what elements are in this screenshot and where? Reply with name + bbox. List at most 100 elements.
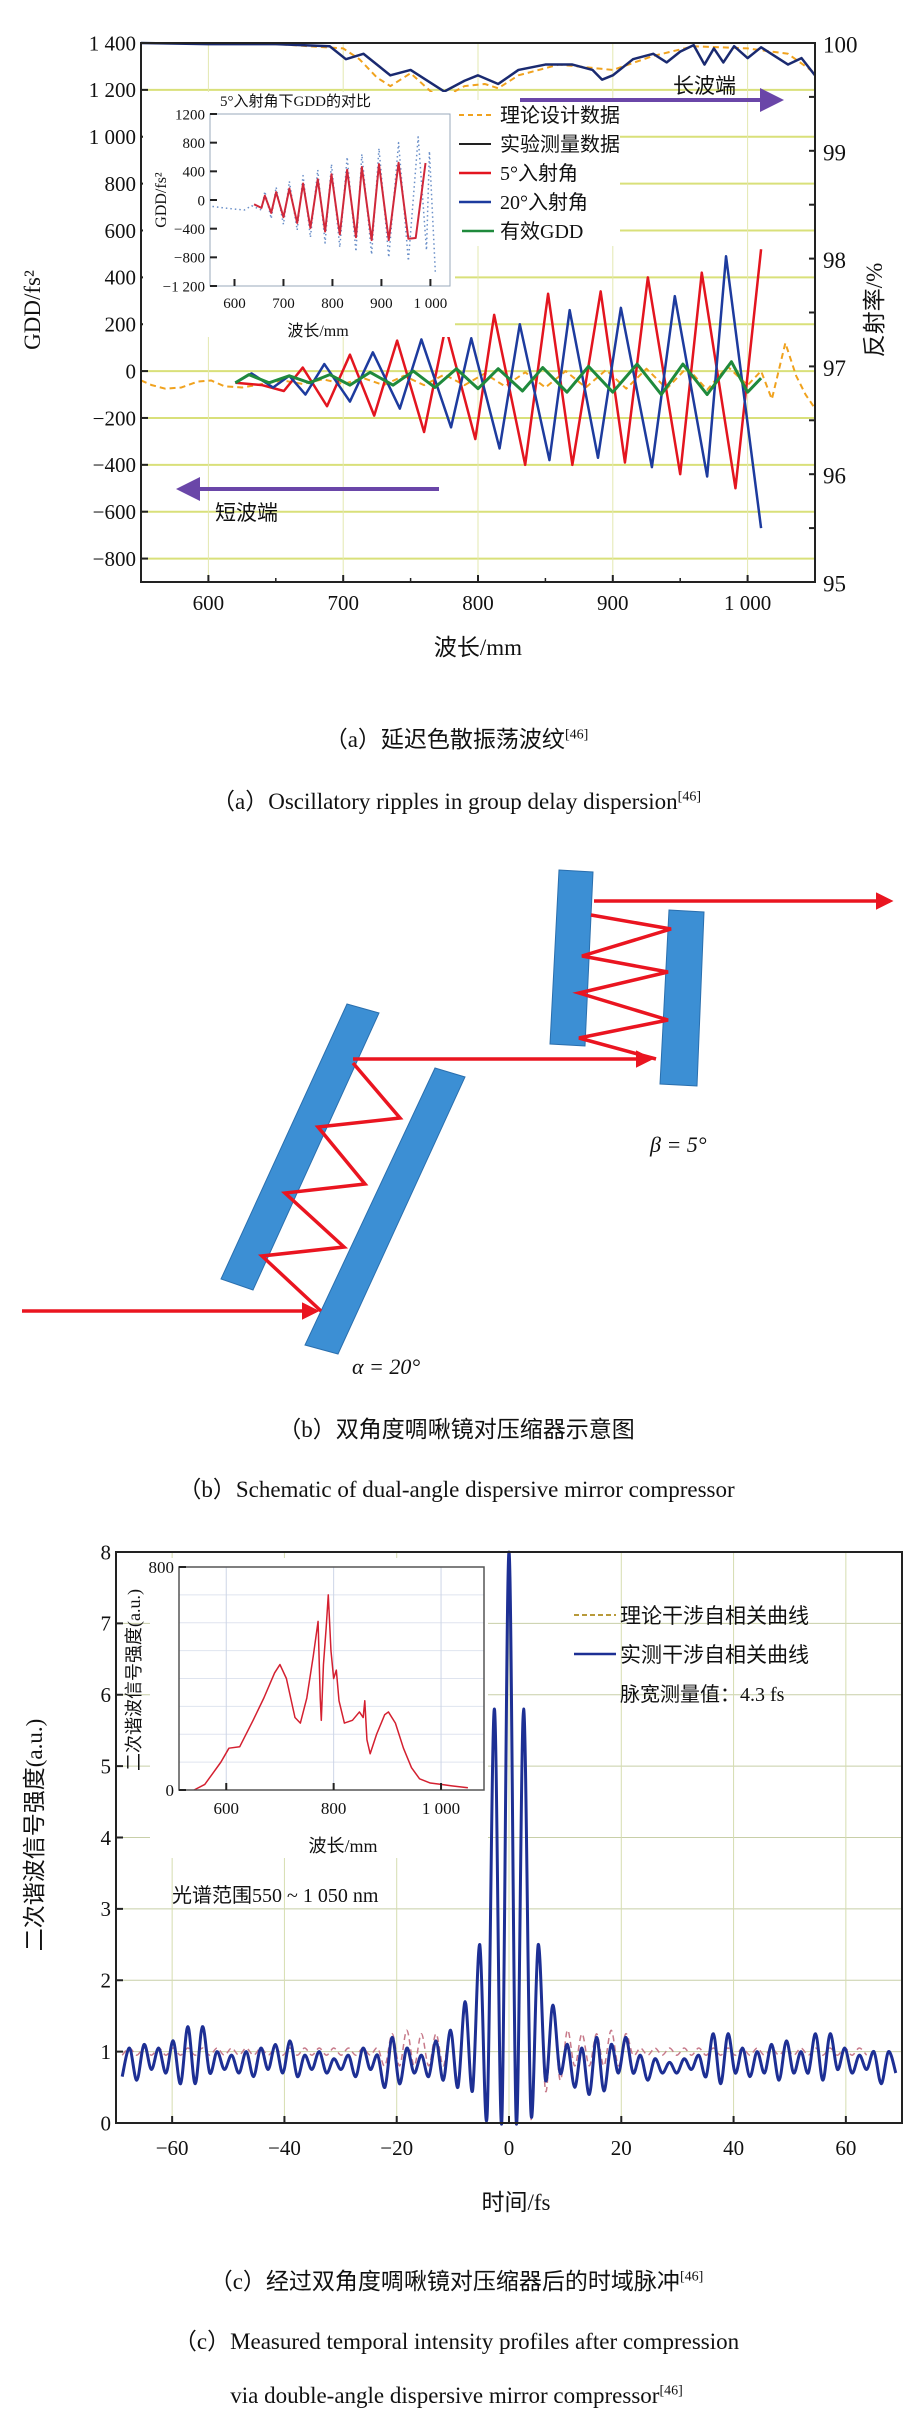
x-tick-label: 900 bbox=[370, 296, 393, 312]
y2-tick-label: 98 bbox=[823, 248, 846, 273]
y-tick-label: −400 bbox=[174, 222, 205, 238]
x-tick-label: 1 000 bbox=[724, 591, 771, 615]
x-tick-label: 1 000 bbox=[422, 1799, 460, 1818]
spectrum-range-annotation: 光谱范围550 ~ 1 050 nm bbox=[172, 1884, 379, 1907]
caption-c-en-2-text: via double-angle dispersive mirror compr… bbox=[230, 2383, 660, 2408]
y-tick-label: 200 bbox=[105, 313, 137, 337]
legend-label-5deg: 5°入射角 bbox=[500, 162, 578, 185]
x-tick-label: 20 bbox=[611, 2136, 632, 2160]
y-tick-label: −1 200 bbox=[163, 279, 205, 295]
caption-a-en-ref: [46] bbox=[677, 789, 701, 805]
y2-axis-label: 反射率/% bbox=[862, 263, 887, 358]
legend-label-theory: 理论设计数据 bbox=[500, 104, 620, 127]
y-tick-label: 800 bbox=[149, 1558, 175, 1577]
y-tick-label: 0 bbox=[126, 359, 137, 383]
y-tick-label: 600 bbox=[105, 219, 137, 243]
mirror-a2 bbox=[304, 1067, 466, 1355]
series-line-1 bbox=[120, 1550, 898, 2126]
series-line-4 bbox=[234, 255, 763, 529]
caption-c-cn-ref: [46] bbox=[679, 2269, 704, 2285]
inset-title: 5°入射角下GDD的对比 bbox=[220, 93, 371, 110]
caption-a-en-text: （a）Oscillatory ripples in group delay di… bbox=[212, 789, 678, 814]
caption-a-cn-ref: [46] bbox=[564, 727, 589, 743]
series-line-1 bbox=[253, 161, 427, 242]
y-tick-label: −400 bbox=[93, 453, 136, 477]
y-tick-label: 1 000 bbox=[89, 125, 136, 149]
x-tick-label: 900 bbox=[597, 591, 629, 615]
y-tick-label: 0 bbox=[101, 2111, 112, 2135]
y-tick-label: 1 200 bbox=[89, 78, 136, 102]
y-tick-label: −600 bbox=[93, 500, 136, 524]
y-tick-label: −800 bbox=[174, 251, 205, 267]
x-tick-label: −60 bbox=[156, 2136, 189, 2160]
y-axis-label: GDD/fs² bbox=[20, 270, 45, 350]
alpha-angle-label: α = 20° bbox=[352, 1354, 420, 1379]
legend-label-measured: 实验测量数据 bbox=[500, 133, 620, 156]
y-tick-label: 6 bbox=[101, 1683, 112, 1707]
y-tick-label: 0 bbox=[166, 1781, 175, 1800]
series-line-2 bbox=[140, 41, 816, 93]
legend-c: 理论干涉自相关曲线 实测干涉自相关曲线 脉宽测量值：4.3 fs bbox=[574, 1604, 809, 1706]
y2-tick-label: 96 bbox=[823, 464, 846, 489]
x-tick-label: 40 bbox=[723, 2136, 744, 2160]
x-axis-label: 时间/fs bbox=[482, 2190, 551, 2215]
legend-label-theory-ac: 理论干涉自相关曲线 bbox=[620, 1604, 809, 1628]
x-tick-label: 700 bbox=[272, 296, 295, 312]
caption-a-cn-text: （a）延迟色散振荡波纹 bbox=[324, 727, 565, 752]
y-tick-label: 0 bbox=[198, 193, 206, 209]
y-tick-label: 7 bbox=[101, 1612, 112, 1636]
legend-label-effective: 有效GDD bbox=[500, 220, 583, 243]
x-tick-label: 800 bbox=[321, 1799, 347, 1818]
y2-tick-label: 95 bbox=[823, 571, 846, 596]
y-tick-label: −200 bbox=[93, 406, 136, 430]
legend-a: 理论设计数据 实验测量数据 5°入射角 20°入射角 有效GDD bbox=[459, 104, 620, 243]
x-tick-label: 800 bbox=[462, 591, 494, 615]
y-tick-label: 400 bbox=[105, 266, 137, 290]
y-axis-label: 二次谐波信号强度(a.u.) bbox=[124, 1589, 145, 1771]
x-axis-label: 波长/mm bbox=[287, 322, 349, 340]
y-tick-label: −800 bbox=[93, 547, 136, 571]
caption-c-en-2: via double-angle dispersive mirror compr… bbox=[0, 2383, 913, 2409]
y-tick-label: 3 bbox=[101, 1897, 112, 1921]
y-tick-label: 1 bbox=[101, 2040, 112, 2064]
y2-tick-label: 97 bbox=[823, 356, 846, 381]
caption-b-cn: （b）双角度啁啾镜对压缩器示意图 bbox=[278, 1417, 635, 1442]
x-tick-label: 600 bbox=[223, 296, 246, 312]
laser-beam-path bbox=[22, 892, 894, 1320]
compressor-diagram bbox=[22, 869, 894, 1355]
y-tick-label: 800 bbox=[183, 136, 206, 152]
mirror-a1 bbox=[220, 1003, 380, 1291]
long-wave-label: 长波端 bbox=[673, 74, 736, 98]
legend-label-20deg: 20°入射角 bbox=[500, 191, 588, 214]
mirror-b1 bbox=[549, 869, 594, 1047]
caption-c-cn-text: （c）经过双角度啁啾镜对压缩器后的时域脉冲 bbox=[209, 2269, 680, 2294]
x-tick-label: 0 bbox=[504, 2136, 515, 2160]
y-tick-label: 4 bbox=[101, 1826, 112, 1850]
x-tick-label: 600 bbox=[214, 1799, 240, 1818]
spectrum-inset-chart: 600 800 1 000 0 800 波长/mm 二次谐波信号强度(a.u.) bbox=[124, 1558, 485, 1856]
short-wave-label: 短波端 bbox=[215, 501, 278, 525]
caption-a-cn: （a）延迟色散振荡波纹[46] bbox=[0, 720, 913, 754]
pulse-width-readout: 脉宽测量值：4.3 fs bbox=[620, 1683, 785, 1706]
legend-label-measured-ac: 实测干涉自相关曲线 bbox=[620, 1643, 809, 1667]
x-tick-label: 60 bbox=[835, 2136, 856, 2160]
plot-frame bbox=[178, 1566, 485, 1791]
x-axis-label: 波长/mm bbox=[434, 635, 522, 660]
y-tick-label: 5 bbox=[101, 1754, 112, 1778]
y-tick-label: 800 bbox=[105, 172, 137, 196]
y-tick-label: 8 bbox=[101, 1540, 112, 1564]
inset-background-c bbox=[150, 1558, 488, 1858]
y-axis-label: 二次谐波信号强度(a.u.) bbox=[22, 1719, 47, 1952]
caption-a-en: （a）Oscillatory ripples in group delay di… bbox=[0, 782, 913, 816]
caption-c-en-1: （c）Measured temporal intensity profiles … bbox=[173, 2329, 740, 2354]
series-line-0 bbox=[193, 1594, 468, 1791]
y2-tick-label: 100 bbox=[823, 32, 858, 57]
caption-b-en: （b）Schematic of dual-angle dispersive mi… bbox=[178, 1477, 735, 1502]
x-axis-label: 波长/mm bbox=[308, 1836, 377, 1856]
y-tick-label: 400 bbox=[183, 165, 206, 181]
series-line-5 bbox=[234, 360, 763, 397]
caption-c-cn: （c）经过双角度啁啾镜对压缩器后的时域脉冲[46] bbox=[0, 2262, 913, 2296]
y-tick-label: 1200 bbox=[175, 107, 205, 123]
y-axis-label: GDD/fs² bbox=[153, 172, 170, 228]
beta-angle-label: β = 5° bbox=[649, 1132, 707, 1157]
